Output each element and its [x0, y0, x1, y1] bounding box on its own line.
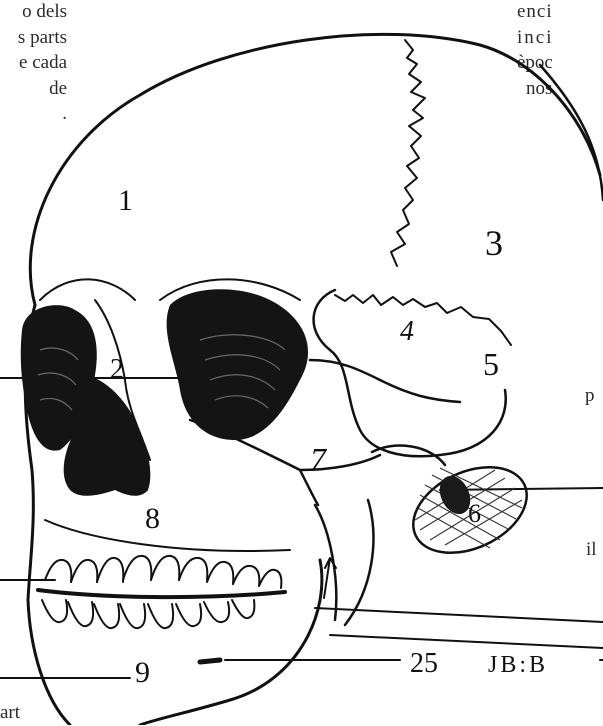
bite-line [38, 590, 285, 597]
leader-line [315, 608, 603, 622]
coronal-suture [391, 40, 425, 266]
brow-ridge [40, 279, 135, 300]
label-4: 4 [400, 316, 414, 347]
cranium-back-outline [540, 65, 603, 200]
zygomatic-arch [310, 360, 460, 402]
cranium-outline [30, 34, 600, 305]
jaw-outline [140, 560, 322, 725]
mandible-angle [345, 500, 373, 625]
squamous-suture [335, 295, 511, 345]
maxilla-line [45, 520, 290, 551]
leader-line [330, 635, 603, 648]
label-8: 8 [145, 502, 160, 535]
label-2: 2 [110, 354, 124, 385]
lower-teeth [42, 600, 254, 628]
label-3: 3 [485, 223, 503, 263]
label-7: 7 [310, 441, 328, 477]
label-9: 9 [135, 656, 150, 689]
upper-teeth [45, 556, 281, 588]
left-eye-socket [167, 289, 308, 440]
label-5: 5 [483, 346, 499, 382]
label-6: 6 [468, 499, 481, 528]
temporal-bone-outline [314, 290, 506, 456]
label-25: 25 [410, 648, 438, 679]
label-1: 1 [118, 184, 133, 217]
mental-foramen [200, 660, 220, 662]
artist-signature: JB:B [488, 652, 548, 678]
